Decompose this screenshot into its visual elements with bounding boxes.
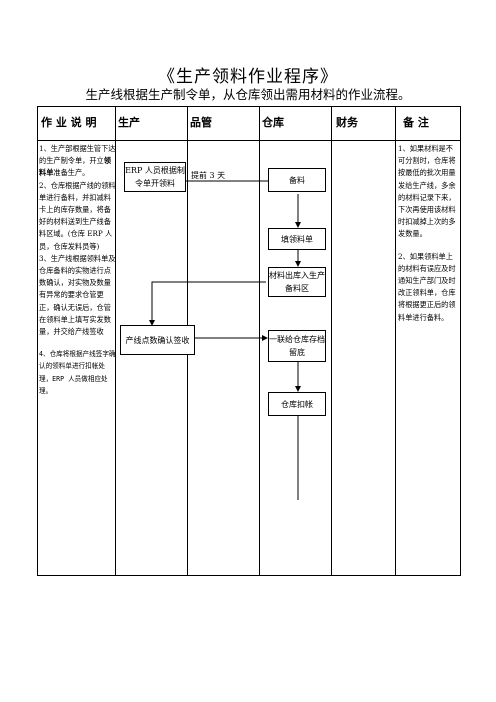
column-divider xyxy=(395,106,396,576)
lead-time-label: 提前 3 天 xyxy=(191,171,226,180)
header-description: 作 业 说 明 xyxy=(41,116,97,129)
description-step-4: 4、仓库将根据产线签字确认的领料单进行扣帐处理，ERP 人员做相应处理。 xyxy=(39,350,116,395)
header-remarks: 备 注 xyxy=(403,116,429,129)
page-title: 《生产领料作业程序》 xyxy=(158,67,338,87)
confirm-sign-box: 产线点数确认签收 xyxy=(120,325,195,355)
header-divider xyxy=(37,140,461,141)
erp-issue-box: ERP 人员根据制令单开领料 xyxy=(124,162,186,192)
process-table xyxy=(37,106,461,576)
column-divider xyxy=(115,106,116,576)
arrow-area-to-confirm xyxy=(149,281,266,326)
remark-1: 1、如果材料是不可分割时，仓库将按最低的批次用量发给生产线，多余的材料记录下来，… xyxy=(398,144,456,239)
to-area-box: 材料出库入生产备料区 xyxy=(268,267,326,297)
column-divider xyxy=(331,106,332,576)
description-step-1: 1、生产部根据生管下达的生产制令单，开立领料单准备生产。 xyxy=(39,144,116,178)
header-finance: 财务 xyxy=(336,116,358,129)
description-step-3: 3、生产线根据领料单及仓库备料的实物进行点数确认，对实物及数量有异常的要求仓管更… xyxy=(39,253,116,337)
page-subtitle: 生产线根据生产制令单，从仓库领出需用材料的作业流程。 xyxy=(85,87,411,102)
fill-form-box: 填领料单 xyxy=(268,228,326,250)
archive-box: 一联给仓库存档留底 xyxy=(268,330,326,362)
column-divider xyxy=(259,106,260,576)
header-warehouse: 仓库 xyxy=(262,116,284,129)
operation-description: 1、生产部根据生管下达的生产制令单，开立领料单准备生产。 2、仓库根据产线的领料… xyxy=(39,143,117,397)
header-quality: 品管 xyxy=(190,116,212,129)
description-step-2: 2、仓库根据产线的领料单进行备料，并扣减料卡上的库存数量，将备好的材料送到生产线… xyxy=(39,180,116,251)
header-production: 生产 xyxy=(118,116,140,129)
remark-2: 2、如果领料单上的材料有误应及时通知生产部门及时改正领料单，仓库将根据更正后的领… xyxy=(398,251,456,322)
prepare-box: 备料 xyxy=(268,168,326,192)
deduct-box: 仓库扣帐 xyxy=(268,392,326,416)
remarks: 1、如果材料是不可分割时，仓库将按最低的批次用量发给生产线，多余的材料记录下来，… xyxy=(398,143,456,324)
